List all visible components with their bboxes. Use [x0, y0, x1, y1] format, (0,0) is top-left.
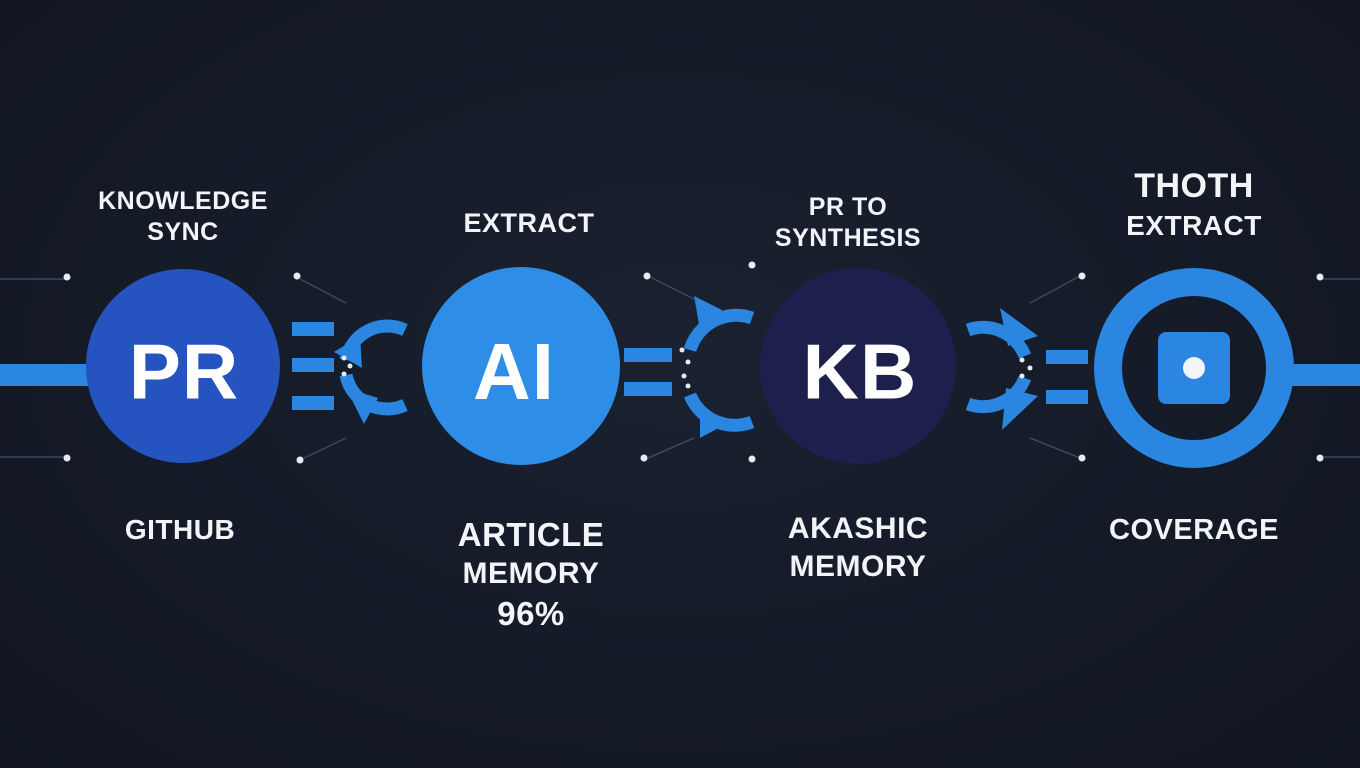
node-1-top-line-2: SYNC	[147, 218, 219, 247]
node-3-top-line-2: SYNTHESIS	[774, 224, 922, 253]
node-1-bottom-line-1: GITHUB	[124, 514, 236, 545]
decor-lines	[0, 275, 1360, 461]
node-3-bottom-label: AKASHIC MEMORY	[788, 510, 928, 585]
pr-node-text: PR	[128, 327, 240, 416]
flow-line-right	[1290, 364, 1360, 386]
decor-dots	[63, 261, 1324, 464]
node-3-top-label: PR TO SYNTHESIS	[775, 192, 921, 255]
node-2-bottom-label: ARTICLE MEMORY 96%	[458, 514, 605, 634]
ai-node-text: AI	[473, 327, 555, 416]
node-1-top-line-1: KNOWLEDGE	[98, 187, 268, 215]
node-2-bottom-line-3: 96%	[497, 594, 565, 632]
node-4-bottom-line-1: COVERAGE	[1109, 514, 1279, 546]
ai-node-circle	[422, 267, 620, 465]
node-3-top-line-1: PR TO	[808, 193, 888, 221]
node-2-top-line-1: EXTRACT	[463, 208, 595, 238]
cycle-arrows-icon	[624, 296, 755, 438]
output-node-ring	[1094, 268, 1294, 468]
node-2-bottom-line-1: ARTICLE	[457, 516, 605, 553]
node-3-bottom-line-1: AKASHIC	[787, 512, 929, 545]
node-4-bottom-label: COVERAGE	[1109, 512, 1279, 548]
flow-line-left	[0, 364, 92, 386]
kb-node-text: KB	[802, 327, 918, 416]
node-2-top-label: EXTRACT	[464, 207, 595, 241]
node-4-top-line-1: THOTH	[1134, 167, 1254, 205]
node-2-bottom-line-2: MEMORY	[462, 557, 600, 591]
node-1-bottom-label: GITHUB	[125, 512, 235, 547]
pr-node-circle	[86, 269, 280, 463]
kb-node-circle	[760, 268, 956, 464]
cycle-arrows-icon	[965, 308, 1088, 430]
node-3-bottom-line-2: MEMORY	[789, 549, 927, 583]
node-4-top-label: THOTH EXTRACT	[1126, 165, 1262, 243]
square-dot-icon	[1158, 332, 1230, 404]
node-4-top-line-2: EXTRACT	[1126, 209, 1262, 241]
node-1-top-label: KNOWLEDGE SYNC	[98, 186, 268, 249]
cycle-arrows-icon	[292, 319, 408, 424]
